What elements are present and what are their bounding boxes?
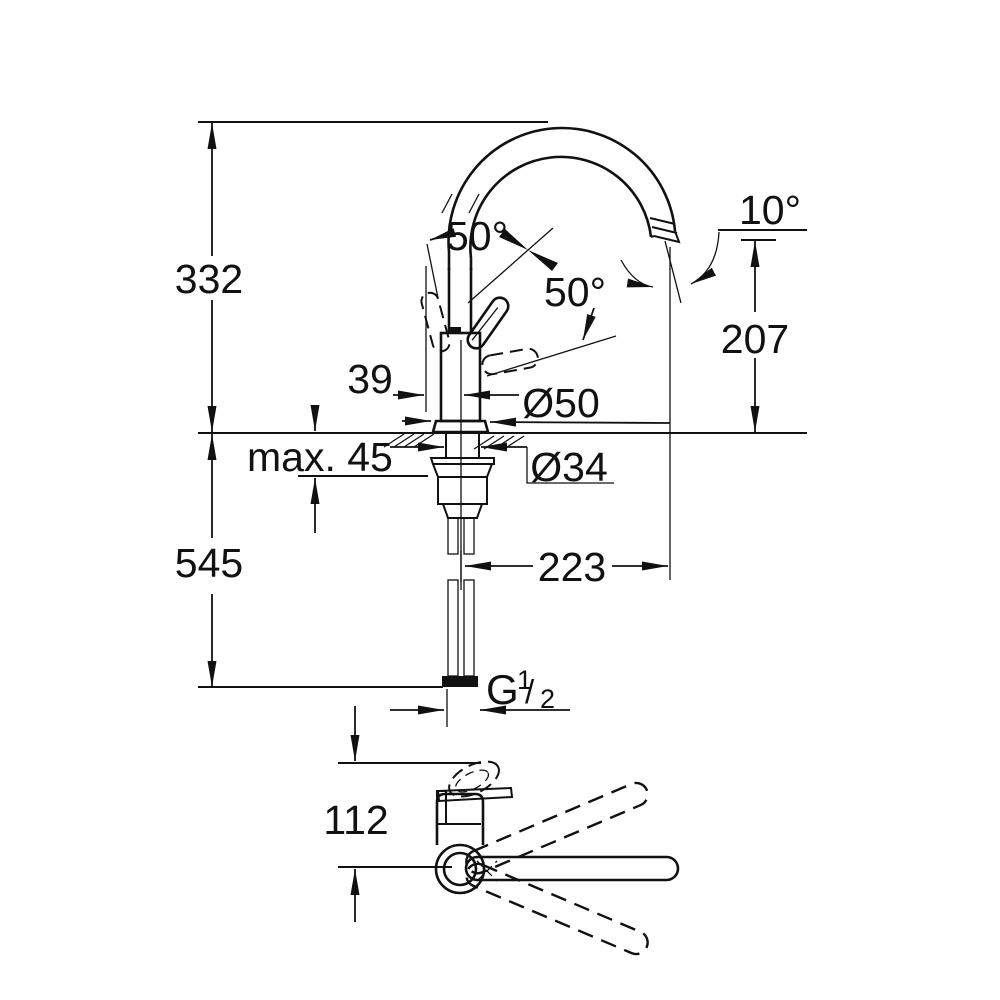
dimension-223: 223 [460, 247, 671, 590]
mounting-hardware [429, 340, 495, 590]
label-height-545: 545 [175, 540, 243, 586]
front-view [198, 126, 807, 687]
spout-swivel-dashed-up [465, 781, 649, 875]
label-d50: Ø50 [522, 380, 600, 426]
pivot-inner [442, 851, 478, 887]
label-39: 39 [347, 356, 393, 402]
dimension-max45: max. 45 [247, 405, 428, 533]
handle-solid [466, 296, 510, 350]
label-112: 112 [323, 797, 388, 843]
label-thread-slash: / [525, 673, 535, 710]
dimension-d34: Ø34 [390, 442, 614, 490]
bottom-view: 112 [323, 706, 680, 956]
dimensions: 332 545 39 Ø50 max. 45 [175, 121, 807, 727]
label-max45: max. 45 [247, 434, 393, 480]
handle-dashed-right [481, 347, 539, 376]
threaded-stud [447, 517, 459, 555]
lever-top-view [436, 760, 514, 825]
dimension-545: 545 [175, 434, 443, 688]
dimension-39: 39 [347, 266, 519, 412]
pivot-outer [434, 843, 486, 895]
dimension-g12: G 1 / 2 [390, 665, 570, 727]
dimension-112: 112 [323, 706, 481, 922]
label-height-332: 332 [175, 256, 243, 302]
label-207: 207 [721, 316, 789, 362]
label-50deg-lower: 50° [544, 269, 606, 315]
dimension-50deg: 50° 50° [426, 193, 617, 377]
shank [445, 432, 480, 459]
dimension-d50: Ø50 [402, 380, 671, 427]
dimension-10deg: 10° [620, 187, 801, 304]
dimension-332: 332 [175, 121, 548, 432]
handle-positions [420, 291, 539, 376]
label-thread-num: 1 [517, 665, 532, 695]
spout [447, 126, 681, 270]
label-d34: Ø34 [530, 444, 608, 490]
dimension-207: 207 [718, 229, 807, 432]
label-223: 223 [538, 544, 606, 590]
hose-connector [442, 676, 478, 687]
handle-dashed-left [420, 291, 451, 353]
supply-hoses [442, 579, 478, 687]
label-50deg-upper: 50° [446, 213, 508, 259]
washer-plate [429, 457, 495, 465]
mounting-nut [437, 476, 488, 505]
label-thread-g: G [486, 666, 519, 713]
label-10deg: 10° [739, 187, 801, 233]
label-thread-den: 2 [540, 684, 555, 714]
spout-swivel-dashed-down [465, 862, 649, 956]
spout-top-view [464, 855, 680, 882]
lever-knob-dashed [448, 760, 500, 798]
